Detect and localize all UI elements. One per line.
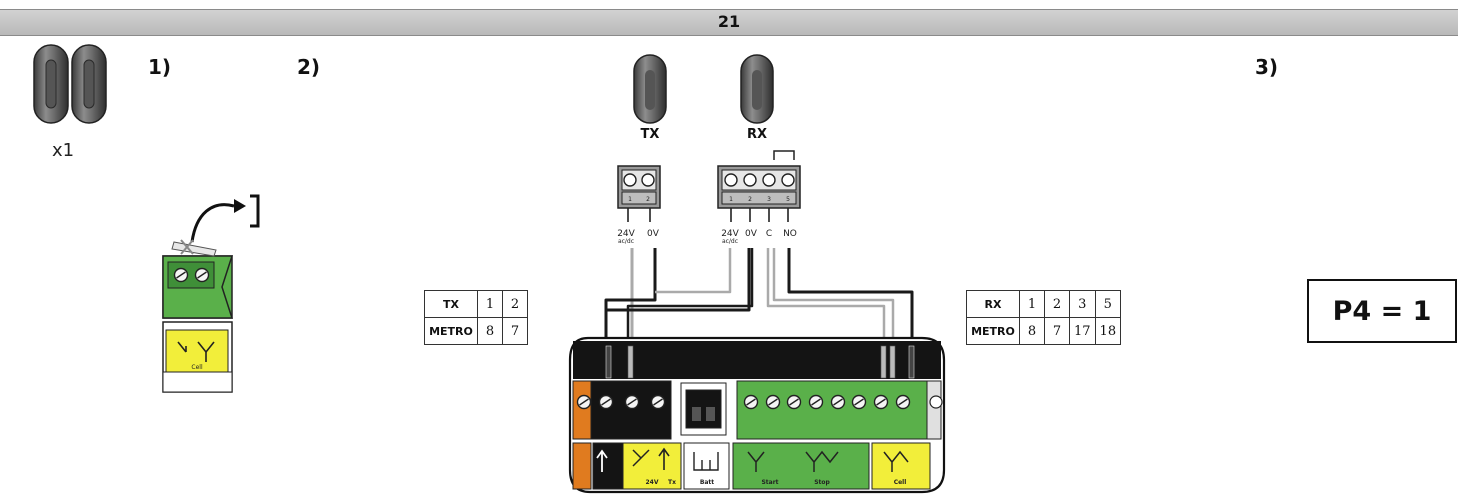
- kit-quantity: x1: [52, 140, 75, 161]
- svg-text:2: 2: [646, 196, 650, 203]
- step-1-label: 1): [148, 55, 172, 79]
- photocell-symbol-icon: [177, 341, 215, 362]
- table-row: METRO 8 7 17 18: [966, 317, 1122, 345]
- rx-terminal-block: 1 2 3 5 24V ac/dc 0V C NO: [717, 150, 801, 245]
- stop-contact-icon: [805, 450, 839, 472]
- board-label-start: Start: [761, 479, 778, 486]
- battery-icon: [693, 452, 719, 471]
- table-row: METRO 8 7: [424, 317, 528, 345]
- arrow-up-icon: [658, 447, 670, 470]
- page-number: 21: [717, 12, 741, 31]
- board-label-cell: Cell: [894, 479, 907, 486]
- board-label-tx: Tx: [668, 479, 676, 486]
- svg-text:5: 5: [786, 196, 790, 203]
- parameter-setting-text: P4 = 1: [1332, 295, 1432, 327]
- board-label-stop: Stop: [814, 479, 830, 486]
- svg-text:0V: 0V: [647, 229, 660, 239]
- rx-connection-table: RX 1 2 3 5 METRO 8 7 17 18: [966, 290, 1122, 345]
- svg-text:1: 1: [628, 196, 632, 203]
- svg-text:C: C: [766, 229, 772, 239]
- table-row: TX 1 2: [424, 290, 528, 318]
- arrow-up-icon: [596, 449, 608, 472]
- bracket-icon: [250, 194, 260, 228]
- step-3-label: 3): [1255, 55, 1279, 79]
- board-label-24v: 24V: [646, 479, 659, 486]
- svg-text:NO: NO: [783, 229, 797, 239]
- board-label-cell-small: Cell: [191, 364, 203, 371]
- photocell-symbol-icon: [883, 450, 909, 472]
- svg-text:ac/dc: ac/dc: [618, 238, 634, 245]
- control-board: 24V Tx Batt Start Stop Cell: [568, 336, 946, 494]
- rx-label: RX: [747, 127, 767, 142]
- arrow-icon: [234, 199, 246, 213]
- tx-connection-table: TX 1 2 METRO 8 7: [424, 290, 528, 345]
- jumper-removal-illustration: Cell: [162, 194, 260, 393]
- photocell-pair-icon: [33, 44, 107, 124]
- tx-label: TX: [641, 127, 660, 142]
- step-2-label: 2): [297, 55, 321, 79]
- start-contact-icon: [747, 451, 765, 472]
- table-row: RX 1 2 3 5: [966, 290, 1122, 318]
- svg-text:2: 2: [748, 196, 752, 203]
- svg-text:1: 1: [729, 196, 733, 203]
- svg-text:24V: 24V: [721, 229, 739, 239]
- tx-photocell-icon: [633, 54, 667, 124]
- board-label-batt: Batt: [700, 479, 714, 486]
- photocell-symbol-icon: [632, 449, 650, 467]
- svg-text:0V: 0V: [745, 229, 758, 239]
- tx-terminal-block: 1 2 24V ac/dc 0V: [617, 165, 661, 245]
- wiring: [604, 248, 914, 350]
- svg-text:3: 3: [767, 196, 771, 203]
- svg-text:24V: 24V: [617, 229, 635, 239]
- page-header-bar: 21: [0, 9, 1458, 36]
- parameter-setting-box: P4 = 1: [1307, 279, 1457, 343]
- svg-text:ac/dc: ac/dc: [722, 238, 738, 245]
- rx-photocell-icon: [740, 54, 774, 124]
